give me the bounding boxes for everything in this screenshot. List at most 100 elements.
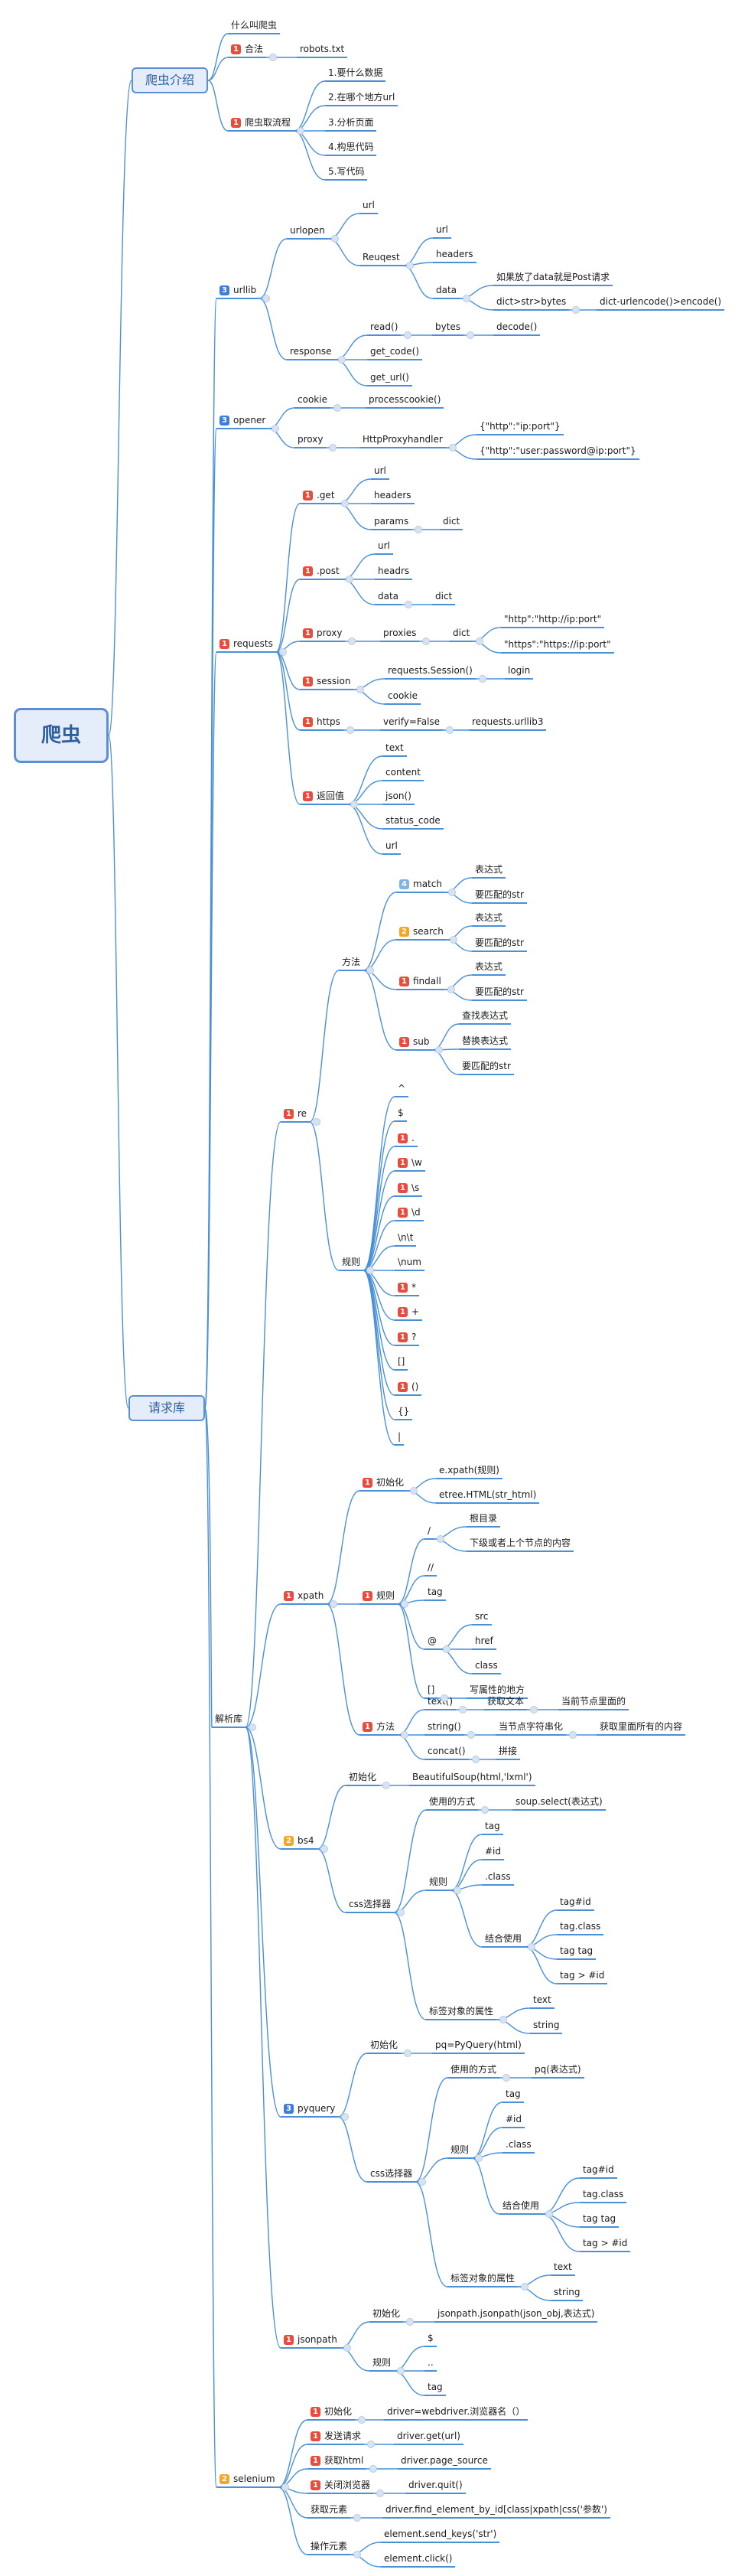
node-q_init[interactable]: 初始化: [367, 2038, 402, 2054]
collapse-toggle[interactable]: [404, 2049, 411, 2057]
node-allc[interactable]: 获取里面所有的内容: [597, 1720, 686, 1736]
collapse-toggle[interactable]: [405, 601, 412, 608]
node-op2[interactable]: element.click(): [381, 2552, 456, 2568]
node-headrs[interactable]: headrs: [375, 564, 413, 580]
node-ret4[interactable]: url: [382, 839, 401, 855]
node-urllib3[interactable]: requests.urllib3: [469, 715, 547, 731]
node-curs[interactable]: 当节点字符串化: [496, 1720, 567, 1736]
node-qc2[interactable]: tag.class: [580, 2187, 627, 2203]
collapse-toggle[interactable]: [448, 889, 456, 896]
node-b_use[interactable]: 使用的方式: [426, 1795, 479, 1811]
node-rule6[interactable]: \n\t: [395, 1231, 417, 1247]
node-b_init[interactable]: 初始化: [346, 1770, 380, 1786]
node-bc2[interactable]: tag.class: [557, 1919, 604, 1935]
node-p2[interactable]: {"http":"user:password@ip:port"}: [476, 444, 639, 460]
node-bytes[interactable]: bytes: [432, 320, 464, 336]
collapse-toggle[interactable]: [367, 2441, 375, 2448]
collapse-toggle[interactable]: [441, 1694, 448, 1702]
node-at[interactable]: @: [424, 1634, 440, 1650]
collapse-toggle[interactable]: [397, 1909, 405, 1916]
collapse-toggle[interactable]: [435, 1046, 443, 1054]
collapse-toggle[interactable]: [346, 726, 354, 734]
collapse-toggle[interactable]: [366, 967, 374, 974]
node-g_url[interactable]: url: [371, 464, 389, 480]
node-m_e[interactable]: 表达式: [472, 862, 506, 879]
collapse-toggle[interactable]: [530, 1706, 538, 1714]
collapse-toggle[interactable]: [415, 526, 422, 533]
node-login[interactable]: login: [505, 664, 534, 680]
collapse-toggle[interactable]: [410, 1487, 418, 1495]
node-dbytes[interactable]: dict>str>bytes: [493, 295, 570, 311]
collapse-toggle[interactable]: [454, 1886, 461, 1894]
node-r_url[interactable]: url: [433, 223, 451, 239]
node-bc3[interactable]: tag tag: [557, 1944, 597, 1960]
collapse-toggle[interactable]: [401, 1731, 408, 1739]
node-proxy[interactable]: proxy: [294, 432, 327, 448]
collapse-toggle[interactable]: [358, 2416, 366, 2424]
topic-libs[interactable]: 请求库: [128, 1395, 205, 1421]
node-q_combo[interactable]: 结合使用: [499, 2199, 543, 2215]
collapse-toggle[interactable]: [281, 2483, 289, 2491]
collapse-toggle[interactable]: [279, 648, 287, 656]
node-rule8[interactable]: 1*: [395, 1280, 419, 1296]
node-gtxt[interactable]: 获取文本: [484, 1694, 528, 1710]
node-post[interactable]: 1.post: [300, 564, 343, 580]
collapse-toggle[interactable]: [467, 1731, 475, 1739]
node-params[interactable]: params: [371, 514, 412, 530]
node-pq[interactable]: pq=PyQuery(html): [432, 2038, 525, 2054]
collapse-toggle[interactable]: [320, 1845, 328, 1853]
node-ba2[interactable]: string: [530, 2018, 563, 2034]
node-q_css[interactable]: css选择器: [367, 2167, 416, 2183]
node-rule3[interactable]: 1\w: [395, 1156, 425, 1172]
node-m_t[interactable]: 要匹配的str: [472, 888, 527, 904]
node-rule2[interactable]: 1.: [395, 1131, 418, 1147]
node-ssrc[interactable]: driver.page_source: [398, 2454, 491, 2470]
node-xc[interactable]: concat(): [424, 1744, 469, 1760]
collapse-toggle[interactable]: [447, 986, 455, 993]
node-robots[interactable]: robots.txt: [297, 42, 348, 58]
node-q_attr[interactable]: 标签对象的属性: [447, 2271, 519, 2287]
node-ba1[interactable]: text: [530, 1993, 554, 2009]
node-soup[interactable]: BeautifulSoup(html,'lxml'): [409, 1770, 535, 1786]
collapse-toggle[interactable]: [418, 2178, 426, 2186]
node-f_t[interactable]: 要匹配的str: [472, 985, 527, 1001]
node-ret2[interactable]: json(): [382, 789, 415, 805]
node-step4[interactable]: 5.写代码: [325, 165, 368, 181]
node-parse[interactable]: 解析库: [212, 1712, 246, 1728]
node-src[interactable]: src: [472, 1609, 492, 1625]
node-data[interactable]: data: [433, 283, 460, 299]
collapse-toggle[interactable]: [481, 1806, 489, 1814]
node-rsess[interactable]: requests.Session(): [385, 664, 476, 680]
collapse-toggle[interactable]: [331, 235, 339, 243]
node-op1[interactable]: element.send_keys('str'): [381, 2527, 500, 2543]
node-rule11[interactable]: []: [395, 1355, 408, 1371]
node-ret0[interactable]: text: [382, 741, 407, 757]
node-q_tag[interactable]: tag: [502, 2087, 524, 2103]
node-s_find[interactable]: 获取元素: [307, 2503, 351, 2519]
collapse-toggle[interactable]: [333, 404, 341, 412]
node-s_e[interactable]: 表达式: [472, 911, 506, 927]
collapse-toggle[interactable]: [475, 2154, 483, 2162]
collapse-toggle[interactable]: [437, 1535, 444, 1543]
node-rule9[interactable]: 1+: [395, 1305, 423, 1321]
node-xtag[interactable]: tag: [424, 1585, 446, 1601]
node-read[interactable]: read(): [367, 320, 402, 336]
node-b_cls[interactable]: .class: [482, 1870, 514, 1886]
node-urlopen[interactable]: urlopen: [287, 223, 328, 240]
node-rule12[interactable]: 1(): [395, 1380, 422, 1396]
node-qa2[interactable]: string: [551, 2285, 584, 2301]
node-xi2[interactable]: etree.HTML(str_html): [436, 1488, 540, 1504]
node-join[interactable]: 拼接: [496, 1744, 521, 1760]
collapse-toggle[interactable]: [397, 2367, 405, 2375]
node-rule7[interactable]: \num: [395, 1255, 424, 1271]
node-jr3[interactable]: tag: [424, 2380, 446, 2396]
node-url1[interactable]: url: [359, 198, 378, 214]
